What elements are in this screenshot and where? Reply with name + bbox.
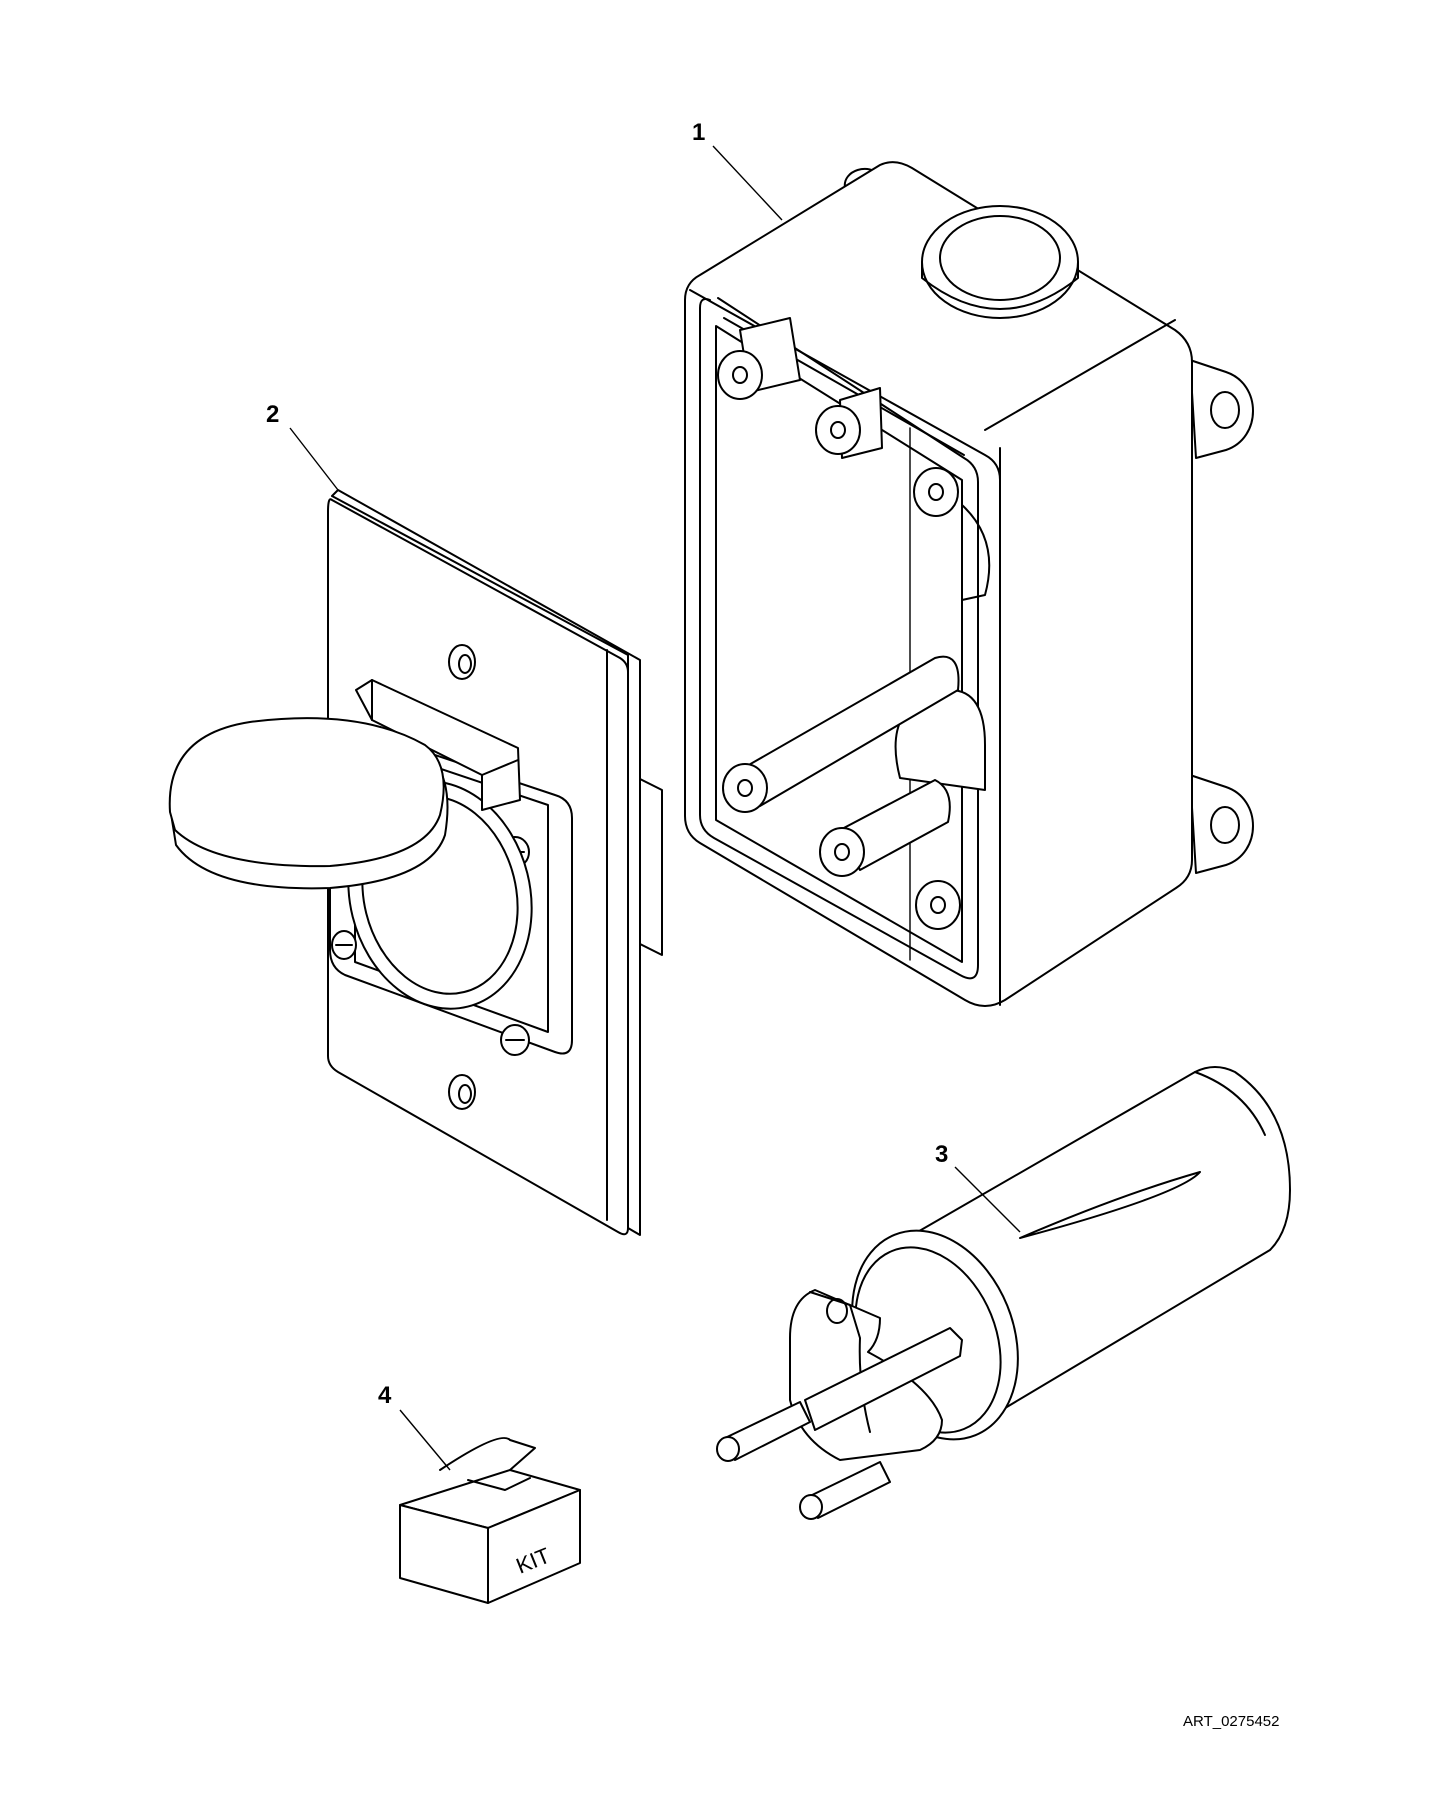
plug-body-groove <box>1019 1171 1201 1239</box>
box-top-edge <box>984 319 1176 431</box>
box-rim-outer <box>689 289 1001 1001</box>
leader-3 <box>954 1166 1021 1233</box>
part-2-cover-receptacle <box>168 489 663 1236</box>
callout-2: 2 <box>266 401 279 428</box>
plug-face-hole <box>826 1298 848 1324</box>
kit-box-flap <box>439 1437 536 1471</box>
kit-box-front <box>487 1489 581 1604</box>
art-id: ART_0275452 <box>1183 1713 1279 1730</box>
part-1-outlet-box <box>684 161 1254 1007</box>
leader-4 <box>399 1409 451 1471</box>
leader-1 <box>712 145 783 221</box>
box-interior-knockout-upper <box>961 504 991 601</box>
part-4-kit-box: KIT <box>399 1437 581 1604</box>
box-hub-side <box>921 261 1079 310</box>
leader-lines <box>289 145 1021 1471</box>
box-mounting-bosses <box>717 317 961 930</box>
box-lug-hole-lower <box>1210 806 1240 844</box>
leader-2 <box>289 427 339 491</box>
box-rim-inner <box>699 297 979 980</box>
callout-4: 4 <box>378 1382 392 1409</box>
plug-earth-clip <box>804 1327 963 1431</box>
box-hub-inner <box>939 215 1061 301</box>
receptacle-lid <box>168 717 445 868</box>
box-body <box>684 161 1193 1007</box>
box-lug-hole-upper <box>1210 391 1240 429</box>
part-3-plug <box>716 1066 1291 1520</box>
callout-3: 3 <box>935 1141 948 1168</box>
callout-1: 1 <box>692 119 705 146</box>
